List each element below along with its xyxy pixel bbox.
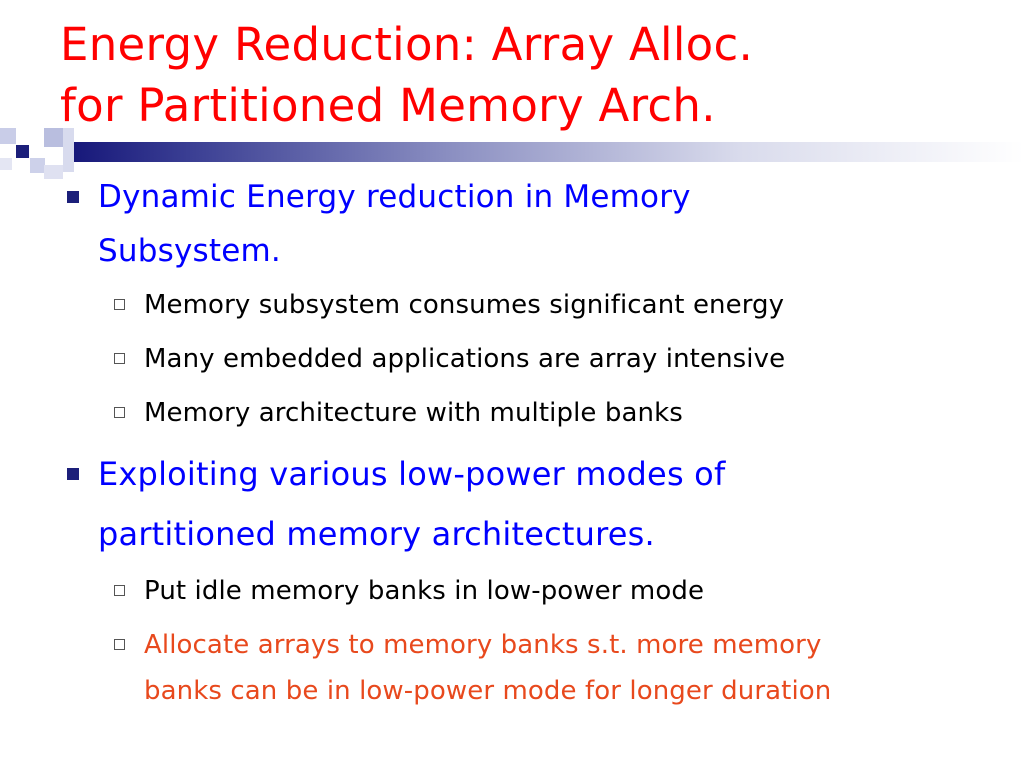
bullet-item-level1: Exploiting various low-power modes of pa… bbox=[62, 444, 1002, 564]
slide-body: Dynamic Energy reduction in Memory Subsy… bbox=[62, 170, 1002, 714]
filled-square-bullet-icon bbox=[67, 191, 79, 203]
bullet-text-line: Put idle memory banks in low-power mode bbox=[144, 576, 705, 606]
bullet-text-line: Exploiting various low-power modes of bbox=[98, 455, 726, 493]
bullet-item-level2: Put idle memory banks in low-power mode bbox=[62, 564, 1002, 618]
bullet-text-line: Many embedded applications are array int… bbox=[144, 344, 786, 374]
bullet-text-line: partitioned memory architectures. bbox=[98, 515, 655, 553]
hollow-square-bullet-icon bbox=[114, 353, 125, 364]
hollow-square-bullet-icon bbox=[114, 585, 125, 596]
bullet-item-level2: Memory subsystem consumes significant en… bbox=[62, 278, 1002, 332]
title-divider-gradient bbox=[74, 142, 1024, 162]
bullet-item-level2: Memory architecture with multiple banks bbox=[62, 386, 1002, 440]
hollow-square-bullet-icon bbox=[114, 407, 125, 418]
bullet-text-line: Dynamic Energy reduction in Memory bbox=[98, 179, 691, 215]
decor-square-icon bbox=[44, 128, 63, 147]
decor-square-icon bbox=[30, 158, 45, 173]
bullet-item-level2-highlight: Allocate arrays to memory banks s.t. mor… bbox=[62, 618, 1002, 714]
slide-title-line-1: Energy Reduction: Array Alloc. bbox=[60, 18, 754, 71]
slide-title-line-2: for Partitioned Memory Arch. bbox=[60, 79, 716, 132]
slide-title: Energy Reduction: Array Alloc. for Parti… bbox=[60, 14, 1000, 136]
bullet-text-line: Memory subsystem consumes significant en… bbox=[144, 290, 785, 320]
hollow-square-bullet-icon bbox=[114, 299, 125, 310]
decor-square-icon bbox=[44, 165, 63, 179]
filled-square-bullet-icon bbox=[67, 468, 79, 480]
decor-square-icon bbox=[63, 128, 74, 172]
bullet-text-line: Subsystem. bbox=[98, 233, 281, 269]
decor-square-icon bbox=[0, 128, 16, 144]
bullet-item-level1: Dynamic Energy reduction in Memory Subsy… bbox=[62, 170, 1002, 278]
bullet-text-line: Memory architecture with multiple banks bbox=[144, 398, 683, 428]
hollow-square-bullet-icon bbox=[114, 639, 125, 650]
bullet-text-line: banks can be in low-power mode for longe… bbox=[144, 676, 832, 706]
decor-square-icon bbox=[16, 145, 29, 158]
decor-square-icon bbox=[0, 158, 12, 170]
bullet-item-level2: Many embedded applications are array int… bbox=[62, 332, 1002, 386]
bullet-text-line: Allocate arrays to memory banks s.t. mor… bbox=[144, 630, 822, 660]
